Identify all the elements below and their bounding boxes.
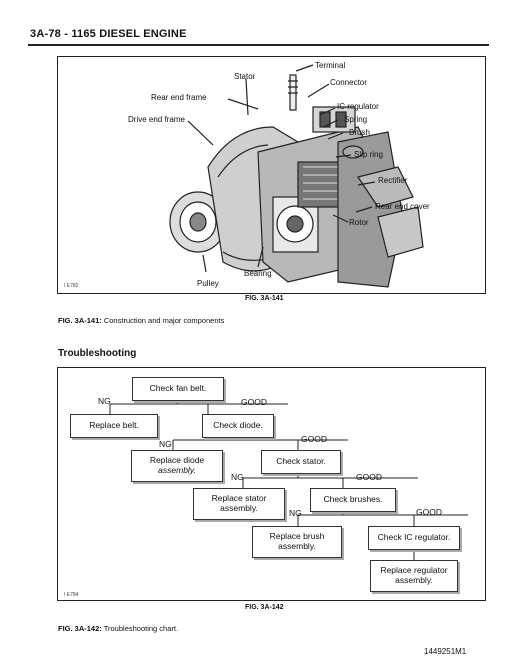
label-ng-4: NG [289,508,302,518]
section-title: Troubleshooting [58,348,137,359]
label-ic-regulator: IC regulator [337,102,379,111]
box-replace-brush: Replace brush assembly. [252,526,342,558]
box-replace-diode: Replace diode assembly. [131,450,223,482]
box-check-brushes: Check brushes. [310,488,396,512]
box-check-ic-regulator: Check IC regulator. [368,526,460,550]
label-ng-3: NG [231,472,244,482]
figure-code: I E782 [64,283,79,289]
label-good-2: GOOD [301,434,327,444]
label-ng-2: NG [159,439,172,449]
box-check-fan-belt: Check fan belt. [132,377,224,401]
label-rear-end-frame: Rear end frame [151,93,207,102]
figure-caption: FIG. 3A-142: Troubleshooting chart. [58,624,179,633]
figure-code: I E784 [64,592,79,598]
footer-code: 1449251M1 [424,647,467,656]
label-bearing: Bearing [244,269,272,278]
box-replace-belt: Replace belt. [70,414,158,438]
label-connector: Connector [330,78,367,87]
box-replace-stator: Replace stator assembly. [193,488,285,520]
label-terminal: Terminal [315,61,346,70]
figure-troubleshooting: Check fan belt. NG GOOD Replace belt. Ch… [57,367,486,601]
label-rear-end-cover: Rear end cover [375,202,430,211]
box-check-stator: Check stator. [261,450,341,474]
box-replace-regulator: Replace regulator assembly. [370,560,458,592]
figure-label: FIG. 3A-141 [245,295,284,302]
box-check-diode: Check diode. [202,414,274,438]
figure-construction: Terminal Stator Connector Rear end frame… [57,56,486,294]
label-good-1: GOOD [241,397,267,407]
figure-label: FIG. 3A-142 [245,604,284,611]
alternator-illustration [169,64,424,288]
flowchart-connectors [109,400,468,560]
label-stator: Stator [234,72,256,81]
header-rule [28,44,489,46]
label-rectifier: Rectifier [378,176,408,185]
label-spring: Spring [344,115,368,124]
label-brush: Brush [349,128,370,137]
page-header: 3A-78 - 1165 DIESEL ENGINE [30,28,187,40]
label-good-4: GOOD [416,507,442,517]
label-drive-end-frame: Drive end frame [128,115,185,124]
figure-caption: FIG. 3A-141: Construction and major comp… [58,316,225,325]
label-pulley: Pulley [197,279,219,288]
label-slip-ring: Slip ring [354,150,383,159]
label-rotor: Rotor [349,218,369,227]
label-good-3: GOOD [356,472,382,482]
label-ng-1: NG [98,396,111,406]
